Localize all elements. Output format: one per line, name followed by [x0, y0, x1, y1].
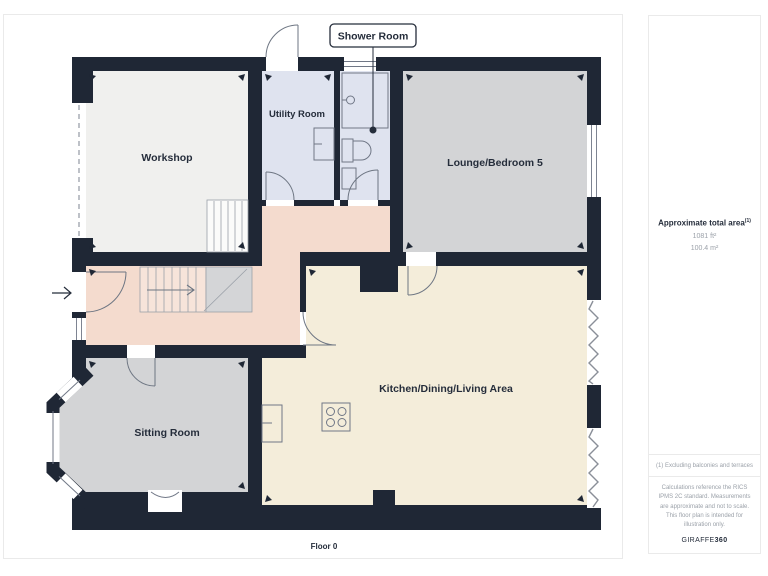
disclaimer-panel: Calculations reference the RICS IPMS 2C …: [648, 476, 761, 554]
hall-corridor-opening: [262, 252, 300, 266]
garage-door: [72, 103, 86, 238]
utility-appliance: [313, 127, 335, 161]
shower-sink: [341, 167, 357, 190]
shower-door: [347, 169, 379, 201]
shower-doorway: [348, 200, 378, 206]
entry-arrow: [52, 286, 72, 300]
kitchen-door: [302, 311, 337, 346]
shower-room-callout: Shower Room: [329, 23, 417, 134]
wall-openings: [72, 57, 436, 358]
utility-exterior-door: [265, 24, 299, 58]
zigzag-lower: [588, 428, 599, 508]
bay-window: [46, 366, 94, 509]
room-sitting: [86, 358, 248, 492]
shower-stall: [341, 72, 389, 129]
callout-dot: [369, 126, 377, 134]
utility-doorway: [266, 200, 294, 206]
room-shower: [340, 71, 390, 200]
room-kitchen: [262, 266, 587, 505]
zigzag-upper: [587, 300, 599, 385]
area-sqft: 1081 ft²: [692, 232, 717, 240]
sitting-door: [126, 357, 156, 387]
kitchen-label: Kitchen/Dining/Living Area: [379, 383, 513, 395]
disclaimer-text: Calculations reference the RICS IPMS 2C …: [658, 485, 751, 529]
bifold-doors: [587, 300, 601, 508]
hall-window: [72, 318, 86, 340]
giraffe360-logo: GIRAFFE360: [681, 537, 728, 545]
lounge-label: Lounge/Bedroom 5: [447, 157, 543, 169]
area-sqm: 100.4 m²: [690, 244, 719, 252]
sitting-doorway: [127, 345, 155, 358]
hob: [321, 402, 351, 432]
lounge-door: [407, 265, 438, 296]
fixtures: [148, 72, 389, 512]
lounge-doorway: [406, 252, 436, 266]
corner-markers: [89, 74, 584, 502]
room-lounge: [403, 71, 587, 252]
utility-label: Utility Room: [269, 109, 325, 120]
workshop-label: Workshop: [141, 152, 192, 164]
area-panel: Approximate total area(1) 1081 ft² 100.4…: [648, 15, 761, 455]
windows: [72, 57, 601, 340]
toilet: [341, 138, 372, 163]
callout-label: Shower Room: [338, 31, 409, 43]
area-superscript: (1): [744, 218, 751, 225]
bifold-opening-upper: [587, 300, 601, 385]
utility-exterior-doorway: [266, 57, 298, 71]
area-title: Approximate total area(1): [658, 218, 751, 228]
utility-door: [265, 171, 295, 201]
front-doorway: [72, 272, 86, 312]
footnote-panel: (1) Excluding balconies and terraces: [648, 454, 761, 477]
staircase: [139, 199, 253, 313]
fireplace: [148, 490, 182, 512]
stair-landing: [205, 266, 253, 313]
kitchen-sink: [261, 404, 283, 443]
footnote-text: (1) Excluding balconies and terraces: [655, 462, 754, 469]
shower-window: [344, 57, 376, 71]
stair-direction-arrow: [147, 284, 195, 296]
lounge-window: [587, 125, 601, 197]
floor-label: Floor 0: [311, 542, 338, 551]
room-utility: [262, 71, 334, 200]
door-swings: [85, 24, 438, 387]
sitting-label: Sitting Room: [134, 427, 199, 439]
